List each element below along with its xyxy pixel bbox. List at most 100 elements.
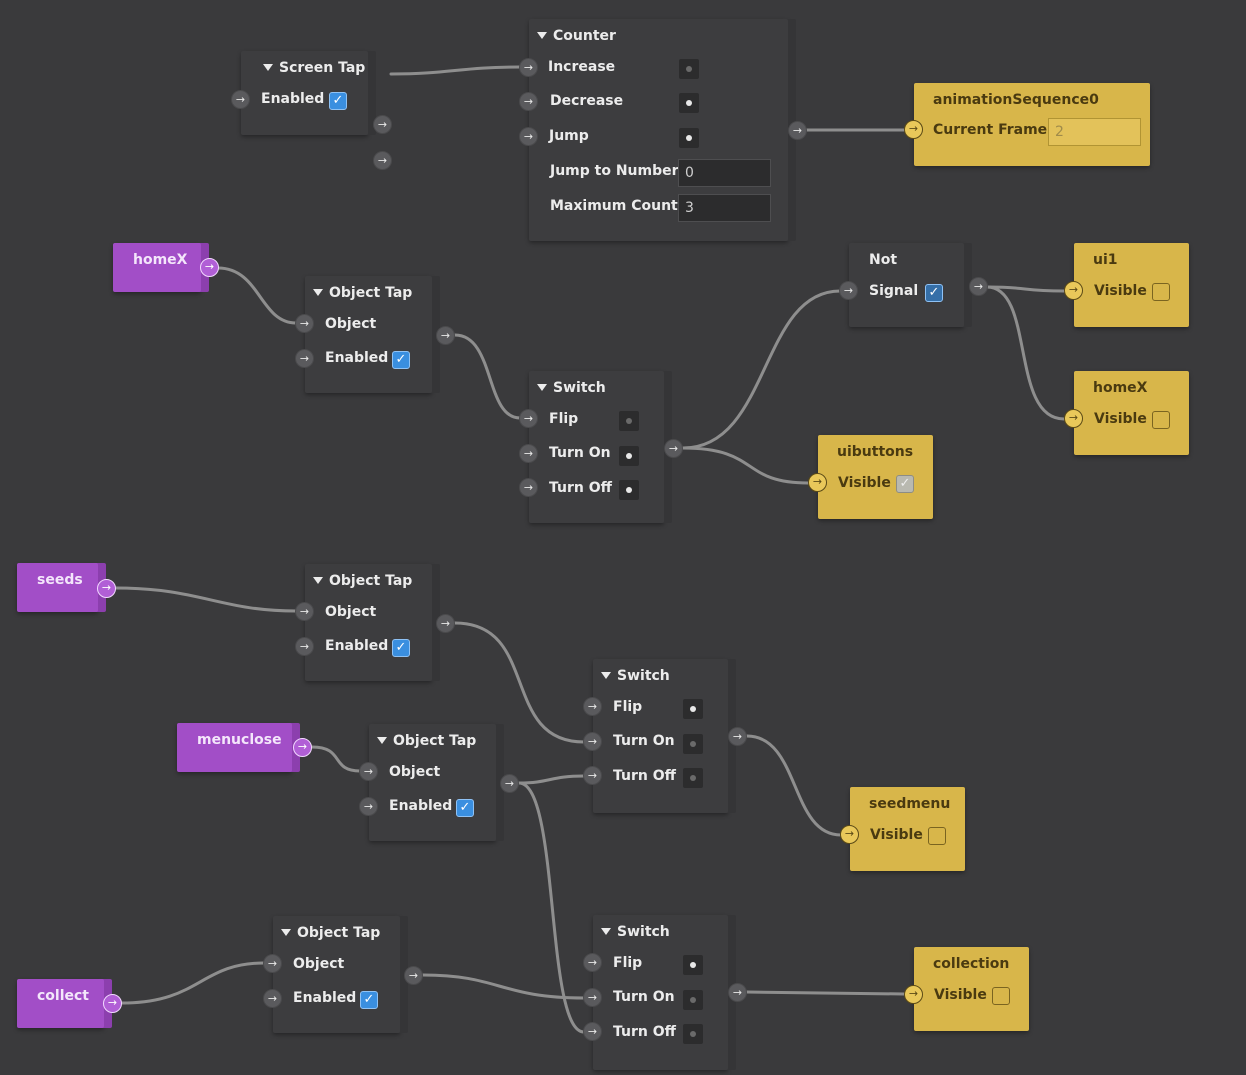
object-input-port[interactable]: →: [263, 954, 282, 973]
visible-input-port[interactable]: →: [1064, 281, 1083, 300]
position-output-port[interactable]: →: [373, 151, 392, 170]
menuclose-proxy-node[interactable]: menuclose →: [177, 723, 312, 772]
collapse-triangle-icon[interactable]: [313, 577, 323, 584]
signal-input-port[interactable]: →: [839, 281, 858, 300]
visible-checkbox[interactable]: [928, 827, 946, 845]
visible-checkbox[interactable]: [992, 987, 1010, 1005]
output-port[interactable]: →: [97, 579, 116, 598]
turn-off-pulse-button[interactable]: [619, 480, 639, 500]
tap-output-port[interactable]: →: [436, 326, 455, 345]
turn-on-input-port[interactable]: →: [583, 732, 602, 751]
visible-checkbox[interactable]: [1152, 411, 1170, 429]
enabled-checkbox[interactable]: ✓: [456, 799, 474, 817]
object-input-port[interactable]: →: [295, 602, 314, 621]
visible-checkbox[interactable]: [1152, 283, 1170, 301]
visible-input-port[interactable]: →: [808, 473, 827, 492]
turn-on-pulse-button[interactable]: [683, 734, 703, 754]
turn-off-pulse-button[interactable]: [683, 1024, 703, 1044]
collect-proxy-node[interactable]: collect →: [17, 979, 122, 1028]
collapse-triangle-icon[interactable]: [263, 64, 273, 71]
flip-pulse-button[interactable]: [683, 699, 703, 719]
flip-input-port[interactable]: →: [583, 697, 602, 716]
homex-object-node[interactable]: homeX → Visible: [1064, 371, 1189, 455]
turn-on-pulse-button[interactable]: [683, 990, 703, 1010]
collapse-triangle-icon[interactable]: [537, 384, 547, 391]
object-tap-node-2[interactable]: Object Tap → Object → Enabled ✓ →: [295, 564, 455, 681]
tap-output-port[interactable]: →: [500, 774, 519, 793]
output-port[interactable]: →: [103, 994, 122, 1013]
switch-node-2[interactable]: Switch → Flip → Turn On → Turn Off →: [583, 659, 747, 813]
turn-off-pulse-button[interactable]: [683, 768, 703, 788]
enabled-checkbox[interactable]: ✓: [392, 351, 410, 369]
enabled-checkbox[interactable]: ✓: [329, 92, 347, 110]
flip-input-port[interactable]: →: [519, 409, 538, 428]
tap-output-port[interactable]: →: [373, 115, 392, 134]
uibuttons-object-node[interactable]: uibuttons → Visible ✓: [808, 435, 933, 519]
visible-input-port[interactable]: →: [904, 985, 923, 1004]
collapse-triangle-icon[interactable]: [313, 289, 323, 296]
object-tap-node-3[interactable]: Object Tap → Object → Enabled ✓ →: [359, 724, 519, 841]
flip-pulse-button[interactable]: [619, 411, 639, 431]
output-port[interactable]: →: [728, 727, 747, 746]
turn-on-input-port[interactable]: →: [519, 444, 538, 463]
object-tap-node-1[interactable]: Object Tap → Object → Enabled ✓ →: [295, 276, 455, 393]
seedmenu-object-node[interactable]: seedmenu → Visible: [840, 787, 965, 871]
object-input-port[interactable]: →: [359, 762, 378, 781]
increase-pulse-button[interactable]: [679, 59, 699, 79]
collapse-triangle-icon[interactable]: [601, 672, 611, 679]
output-port[interactable]: →: [728, 983, 747, 1002]
enabled-input-port[interactable]: →: [295, 349, 314, 368]
enabled-input-port[interactable]: →: [295, 637, 314, 656]
enabled-input-port[interactable]: →: [263, 989, 282, 1008]
collection-object-node[interactable]: collection → Visible: [904, 947, 1029, 1031]
decrease-pulse-button[interactable]: [679, 93, 699, 113]
output-port[interactable]: →: [664, 439, 683, 458]
turn-off-input-port[interactable]: →: [519, 478, 538, 497]
visible-checkbox[interactable]: ✓: [896, 475, 914, 493]
tap-output-port[interactable]: →: [436, 614, 455, 633]
node-title: Switch: [617, 668, 670, 684]
enabled-checkbox[interactable]: ✓: [392, 639, 410, 657]
switch-node-1[interactable]: Switch → Flip → Turn On → Turn Off →: [519, 371, 683, 523]
collapse-triangle-icon[interactable]: [281, 929, 291, 936]
increase-input-port[interactable]: →: [519, 58, 538, 77]
maximum-count-field[interactable]: 3: [678, 194, 771, 222]
not-node[interactable]: Not → Signal ✓ →: [839, 243, 988, 327]
output-port[interactable]: →: [293, 738, 312, 757]
flip-input-port[interactable]: →: [583, 953, 602, 972]
object-tap-node-4[interactable]: Object Tap → Object → Enabled ✓ →: [263, 916, 423, 1033]
current-frame-field[interactable]: 2: [1048, 118, 1141, 146]
screen-tap-node[interactable]: Screen Tap → Enabled ✓ → →: [231, 51, 392, 170]
turn-on-input-port[interactable]: →: [583, 988, 602, 1007]
visible-input-port[interactable]: →: [1064, 409, 1083, 428]
jump-pulse-button[interactable]: [679, 128, 699, 148]
output-port[interactable]: →: [969, 277, 988, 296]
decrease-input-port[interactable]: →: [519, 92, 538, 111]
homex-proxy-node[interactable]: homeX →: [113, 243, 219, 292]
flip-pulse-button[interactable]: [683, 955, 703, 975]
seeds-proxy-node[interactable]: seeds →: [17, 563, 116, 612]
jump-input-port[interactable]: →: [519, 127, 538, 146]
visible-input-port[interactable]: →: [840, 825, 859, 844]
output-port[interactable]: →: [200, 258, 219, 277]
enabled-input-port[interactable]: →: [359, 797, 378, 816]
tap-output-port[interactable]: →: [404, 966, 423, 985]
collapse-triangle-icon[interactable]: [537, 32, 547, 39]
switch-node-3[interactable]: Switch → Flip → Turn On → Turn Off →: [583, 915, 747, 1070]
object-input-port[interactable]: →: [295, 314, 314, 333]
signal-checkbox[interactable]: ✓: [925, 284, 943, 302]
enabled-checkbox[interactable]: ✓: [360, 991, 378, 1009]
turn-off-input-port[interactable]: →: [583, 1022, 602, 1041]
jump-to-number-field[interactable]: 0: [678, 159, 771, 187]
animation-sequence-node[interactable]: animationSequence0 → Current Frame 2: [904, 83, 1150, 166]
enabled-input-port[interactable]: →: [231, 90, 250, 109]
turn-on-pulse-button[interactable]: [619, 446, 639, 466]
ui1-object-node[interactable]: ui1 → Visible: [1064, 243, 1189, 327]
turn-off-input-port[interactable]: →: [583, 766, 602, 785]
current-frame-input-port[interactable]: →: [904, 120, 923, 139]
collapse-triangle-icon[interactable]: [601, 928, 611, 935]
count-output-port[interactable]: →: [788, 121, 807, 140]
collapse-triangle-icon[interactable]: [377, 737, 387, 744]
counter-node[interactable]: Counter → Increase → Decrease → Jump Jum…: [519, 19, 807, 241]
wire: [517, 774, 586, 785]
